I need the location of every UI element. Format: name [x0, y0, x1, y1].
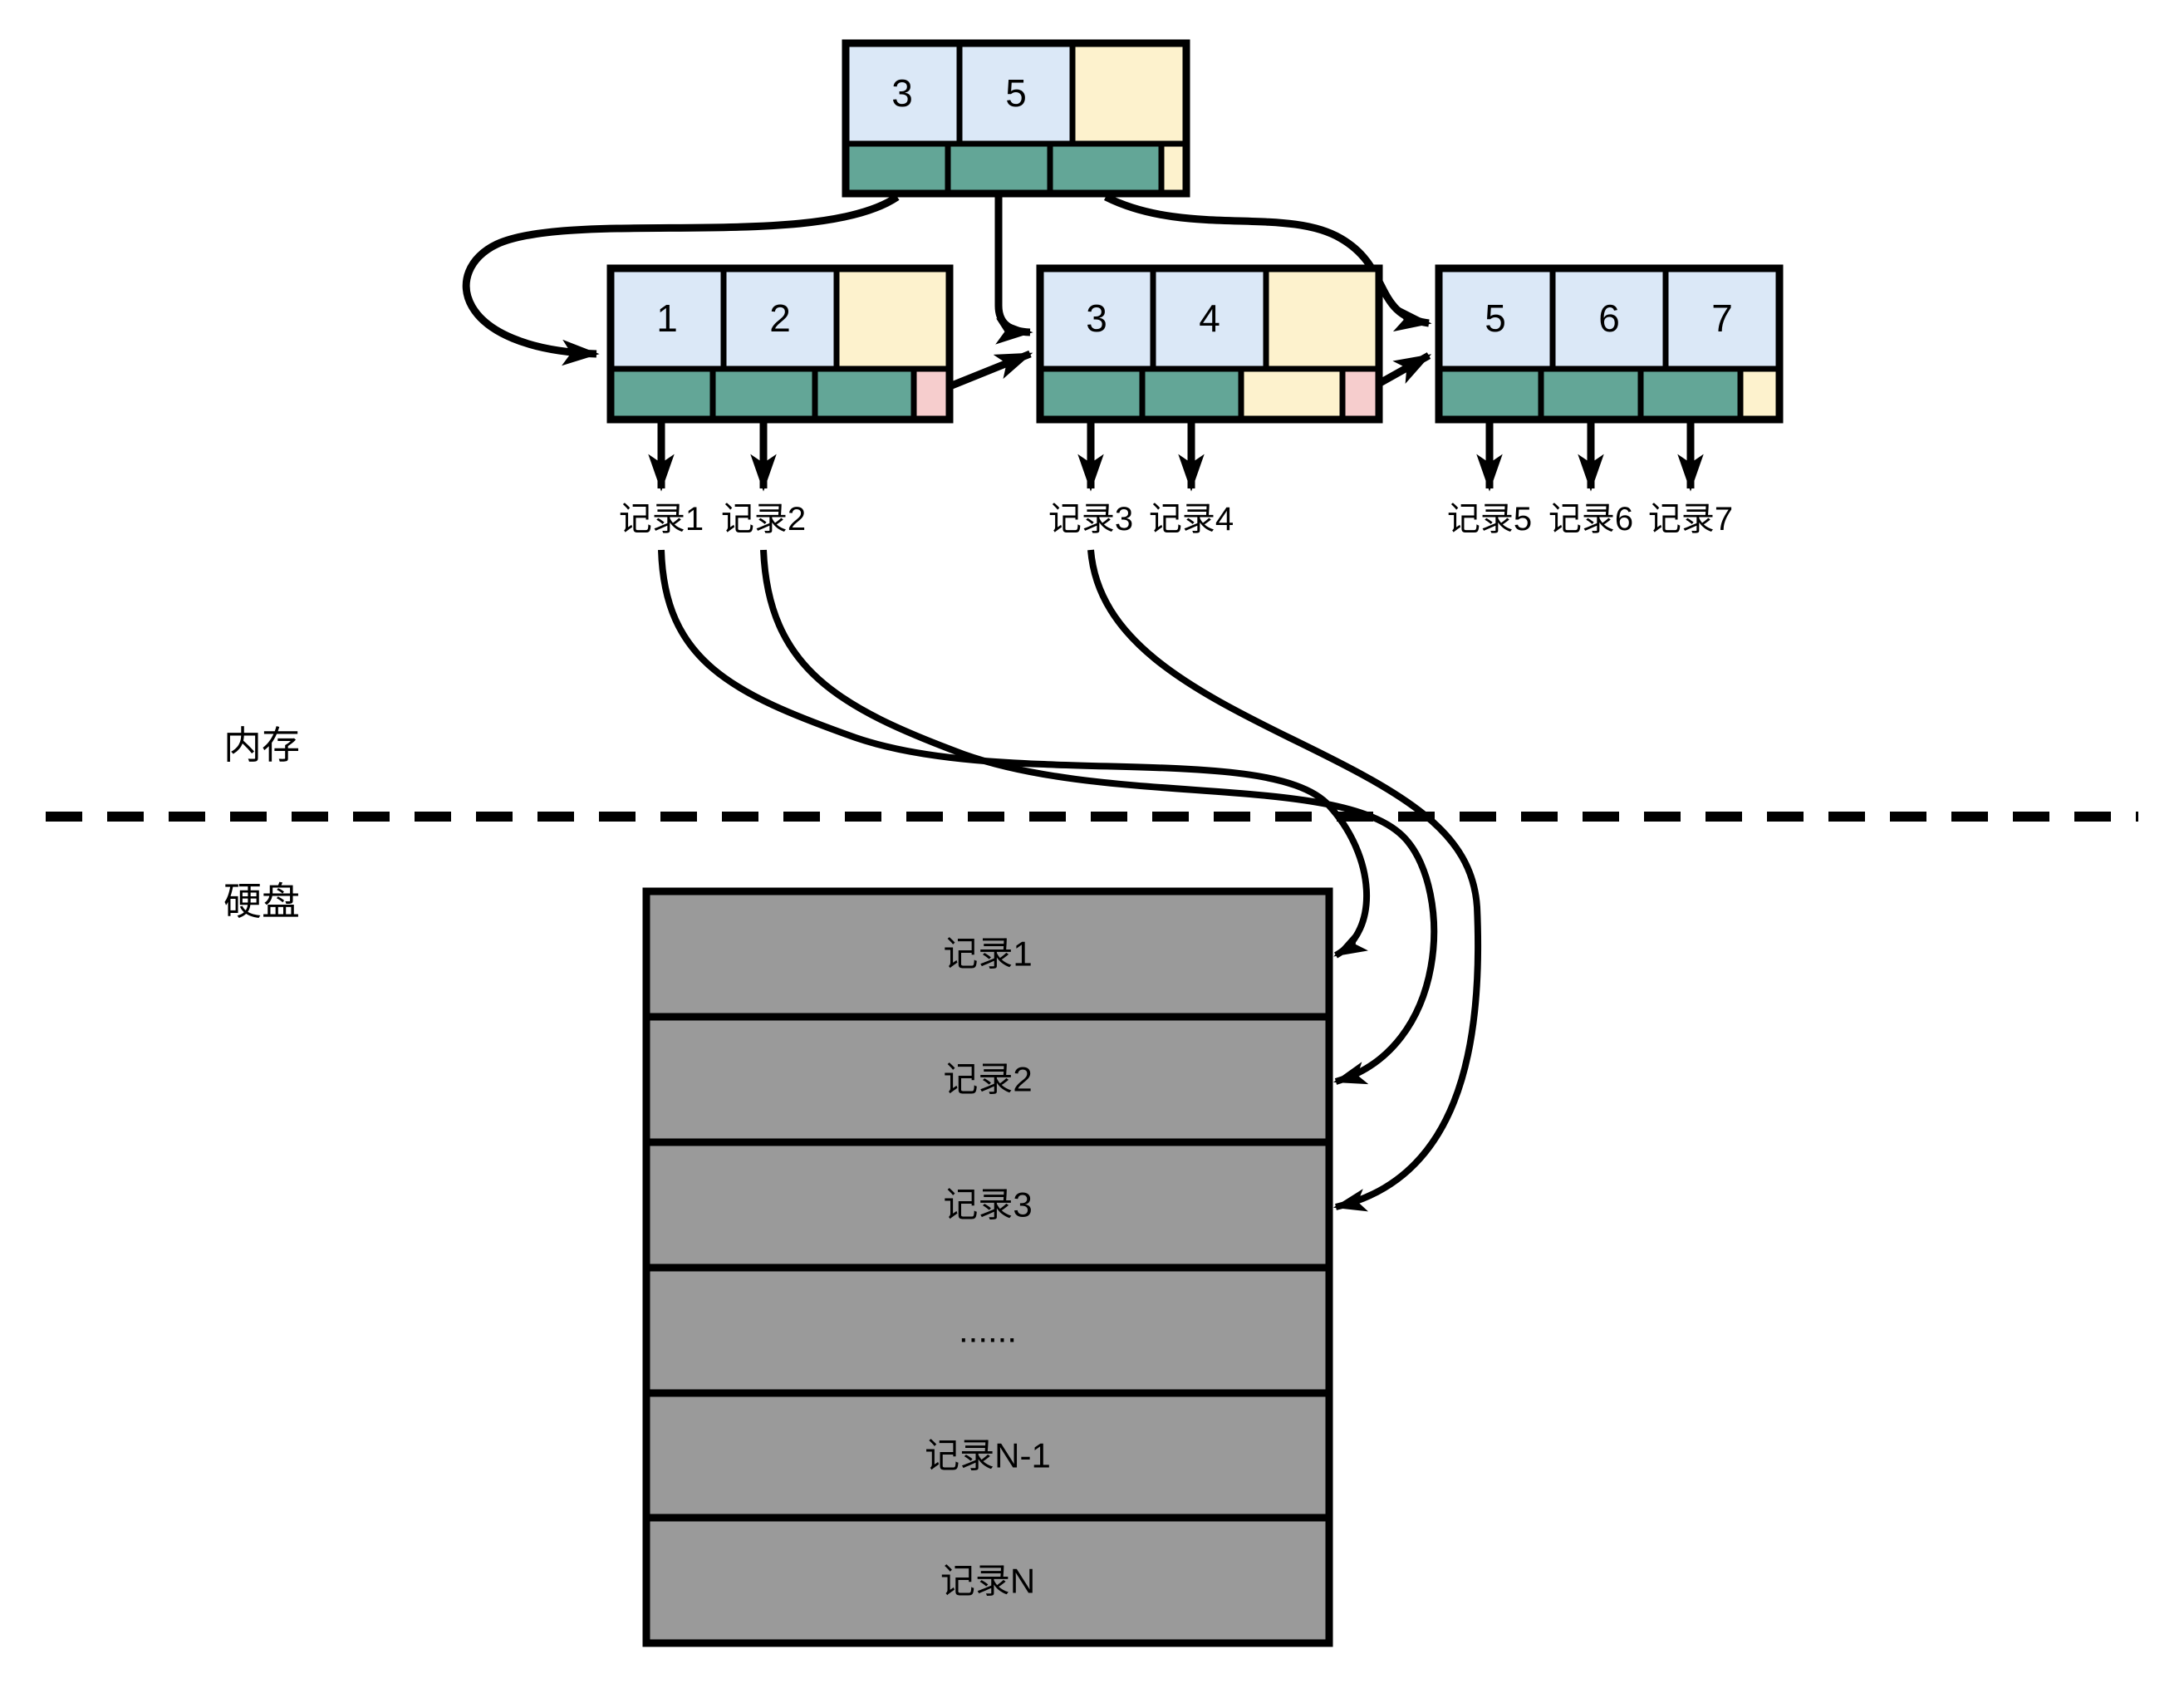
root-to-leaf3-arrow — [1103, 193, 1432, 332]
disk-row — [642, 1013, 1333, 1146]
leaf3-key-label: 7 — [1711, 297, 1733, 340]
root-pointer-cell-3 — [1047, 140, 1165, 197]
leaf-node-1: 1 2 — [606, 264, 954, 424]
disk-row — [642, 887, 1333, 1021]
leaf2-pointer-cell-1 — [1037, 366, 1146, 423]
root-to-leaf2-arrow — [994, 197, 1033, 345]
root-pointer-cell-1 — [842, 140, 951, 197]
leaf3-pointer-cell-3 — [1637, 366, 1744, 423]
leaf-node-3: 5 6 7 — [1435, 264, 1784, 424]
leaf1-pointer-cell-2 — [709, 366, 818, 423]
leaf3-key-label: 6 — [1598, 297, 1620, 340]
root-key-label: 3 — [891, 71, 913, 115]
record-label: 记录3 — [1048, 501, 1133, 537]
disk-zone-label: 硬盘 — [223, 880, 300, 923]
record-labels: 记录1 记录2 记录3 记录4 记录5 记录6 记录7 — [619, 501, 1733, 537]
root-empty-cell — [1069, 40, 1190, 147]
leaf3-pointer-cell-2 — [1538, 366, 1644, 423]
memory-zone-label: 内存 — [223, 724, 300, 767]
root-to-leaf1-arrow — [462, 194, 900, 366]
record-label: 记录6 — [1548, 501, 1633, 537]
disk-row — [642, 1514, 1333, 1647]
leaf2-empty-pointer-cell — [1238, 366, 1346, 423]
leaf2-key-label: 3 — [1086, 297, 1107, 340]
record-label: 记录2 — [721, 501, 806, 537]
leaf1-pointer-cell-3 — [812, 366, 917, 423]
leaf2-next-pointer-cell — [1339, 366, 1382, 423]
record-label: 记录1 — [619, 501, 704, 537]
leaf3-key-label: 5 — [1485, 297, 1506, 340]
leaf1-pointer-cell-1 — [607, 366, 716, 423]
leaf2-empty-cell — [1263, 265, 1382, 372]
disk-row — [642, 1389, 1333, 1522]
leaf1-next-pointer-cell — [910, 366, 953, 423]
root-key-label: 5 — [1005, 71, 1027, 115]
record3-to-disk-arrow — [1087, 549, 1482, 1212]
root-node: 3 5 — [842, 39, 1190, 198]
disk-row-label: 记录N — [940, 1562, 1035, 1601]
root-pointer-cell-2 — [945, 140, 1053, 197]
leaf3-outline — [1435, 264, 1784, 424]
disk-table: 记录1 记录2 记录3 ...... 记录N-1 记录N — [642, 887, 1333, 1647]
leaf2-pointer-cell-2 — [1139, 366, 1244, 423]
leaf2-key-label: 4 — [1199, 297, 1220, 340]
disk-row-label: 记录2 — [943, 1060, 1032, 1099]
leaf3-empty-pointer-cell — [1737, 366, 1783, 423]
leaf3-key-cell-1 — [1436, 265, 1556, 372]
leaf1-key-label: 2 — [769, 297, 791, 340]
record-pointer-arrows — [648, 420, 1704, 492]
record-label: 记录7 — [1648, 501, 1733, 537]
leaf-node-2: 3 4 — [1036, 264, 1383, 424]
disk-row-label: 记录N-1 — [925, 1436, 1051, 1475]
record2-to-disk-arrow — [760, 549, 1438, 1085]
disk-row-label: 记录3 — [943, 1185, 1032, 1224]
leaf1-outline — [606, 264, 954, 424]
leaf3-pointer-cell-1 — [1436, 366, 1544, 423]
leaf1-key-label: 1 — [656, 297, 678, 340]
leaf1-empty-cell — [833, 265, 953, 372]
record1-to-disk-arrow — [658, 549, 1370, 959]
root-node-outline — [842, 39, 1190, 198]
disk-row — [642, 1138, 1333, 1272]
record-label: 记录5 — [1447, 501, 1532, 537]
record-label: 记录4 — [1149, 501, 1234, 537]
leaf2-outline — [1036, 264, 1383, 424]
disk-row-label: ...... — [959, 1311, 1017, 1350]
disk-row-label: 记录1 — [943, 935, 1032, 974]
disk-row — [642, 1263, 1333, 1397]
